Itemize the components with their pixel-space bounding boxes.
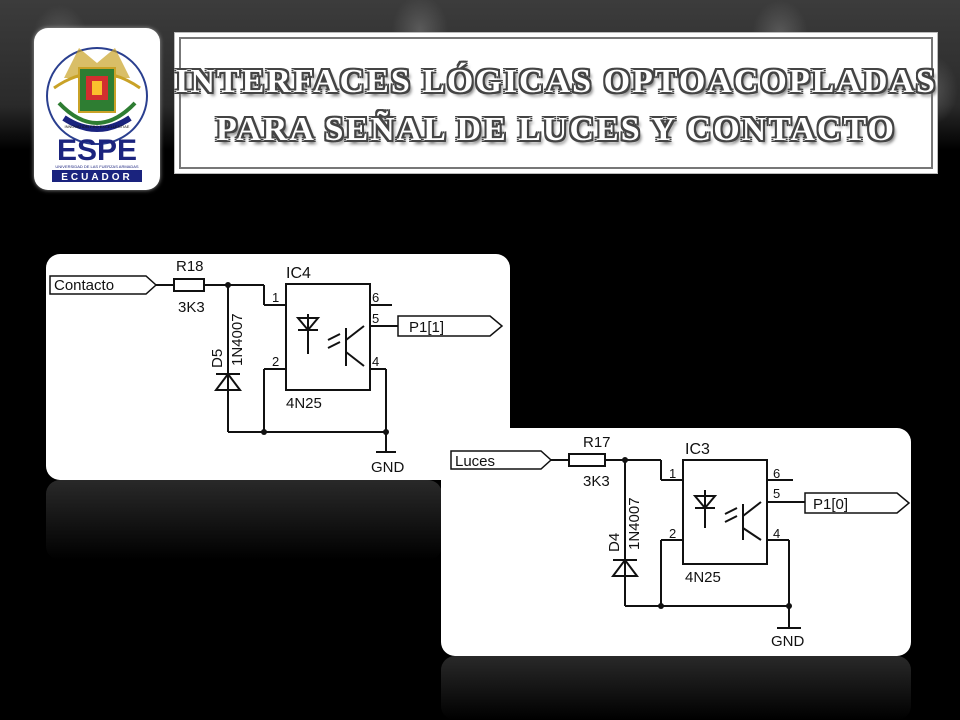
title-box: Interfaces lógicas optoacopladas para se… [174,32,938,174]
resistor-label: R17 [583,434,611,451]
logo-country: ECUADOR [61,172,133,183]
pin-1: 1 [272,290,279,305]
logo-motto: INNOVATIÓN PRO EXCELLENTIAE [65,124,130,129]
diode-label: D4 [606,533,623,552]
ic-part: 4N25 [685,569,721,586]
title-line-1: Interfaces lógicas optoacopladas [175,63,937,100]
pin-4: 4 [773,526,780,541]
pin-1: 1 [669,466,676,481]
logo-name: ESPE [57,134,137,167]
input-label: Contacto [54,277,114,294]
title-line-2: para señal de luces y contacto [216,111,896,148]
circuit-schematic-contacto: Contacto R18 3K3 IC4 4N25 1 2 6 5 4 P1[1… [49,258,504,476]
diode-label: D5 [209,349,226,368]
output-label: P1[0] [813,496,848,513]
circuit-panel-contacto: Contacto R18 3K3 IC4 4N25 1 2 6 5 4 P1[1… [46,254,510,480]
espe-emblem-icon: INNOVATIÓN PRO EXCELLENTIAE ESPE UNIVERS… [46,47,148,183]
diode-part: 1N4007 [626,497,643,550]
ic-part: 4N25 [286,395,322,412]
ic-label: IC3 [685,441,710,458]
pin-5: 5 [773,486,780,501]
resistor-value: 3K3 [583,473,610,490]
diode-part: 1N4007 [229,313,246,366]
pin-5: 5 [372,311,379,326]
output-label: P1[1] [409,319,444,336]
gnd-label: GND [371,459,405,476]
pin-6: 6 [773,466,780,481]
input-label: Luces [455,453,495,470]
panel-reflection-2 [441,656,911,720]
gnd-label: GND [771,633,805,650]
pin-2: 2 [272,354,279,369]
logo-university: UNIVERSIDAD DE LAS FUERZAS ARMADAS [55,164,138,169]
circuit-panel-luces: Luces R17 3K3 IC3 4N25 1 2 6 5 4 P1[0] G… [441,428,911,656]
pin-6: 6 [372,290,379,305]
resistor-value: 3K3 [178,299,205,316]
pin-2: 2 [669,526,676,541]
resistor-label: R18 [176,258,204,275]
title-frame [179,37,933,169]
input-connector [49,275,158,295]
pin-4: 4 [372,354,379,369]
circuit-schematic-luces: Luces R17 3K3 IC3 4N25 1 2 6 5 4 P1[0] G… [450,434,911,650]
espe-logo: INNOVATIÓN PRO EXCELLENTIAE ESPE UNIVERS… [34,28,160,190]
panel-reflection-1 [46,480,442,560]
ic-label: IC4 [286,265,311,282]
